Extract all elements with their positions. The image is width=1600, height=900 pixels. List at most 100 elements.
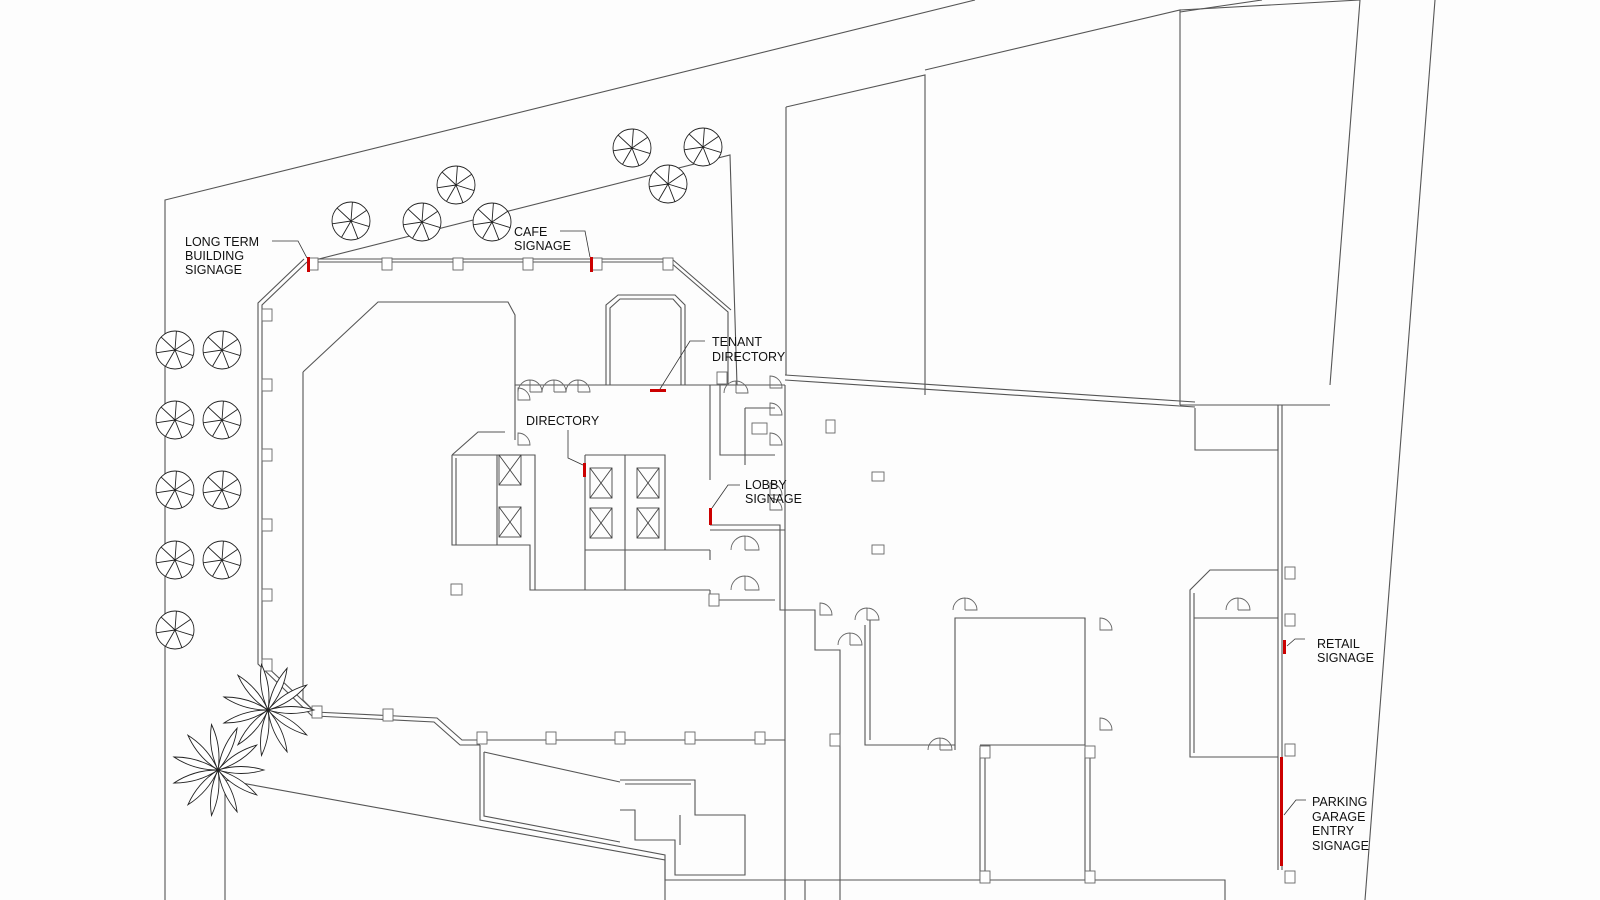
elevators [498, 454, 660, 539]
label-long-term-line1: LONG TERM [185, 235, 259, 249]
door-swing-icon [541, 379, 567, 393]
palm-tree-icon [222, 662, 316, 758]
tree-icon [202, 470, 242, 510]
retail-spaces [864, 569, 1278, 880]
trees [155, 127, 723, 650]
column [684, 731, 696, 745]
label-parking-line2: GARAGE [1312, 810, 1366, 824]
door-swing-icon [769, 482, 783, 496]
label-lobby-line2: SIGNAGE [745, 492, 802, 506]
column [311, 705, 323, 719]
doors [517, 375, 1251, 751]
column [381, 257, 393, 271]
column [1084, 870, 1096, 884]
elevator-icon [589, 507, 613, 539]
column [1284, 613, 1296, 627]
column [716, 371, 728, 385]
column [1284, 566, 1296, 580]
elevator-icon [498, 506, 522, 538]
tree-icon [155, 330, 195, 370]
column [754, 731, 766, 745]
tree-icon [472, 202, 512, 242]
label-parking-line1: PARKING [1312, 795, 1367, 809]
column [614, 731, 626, 745]
fixture [450, 583, 463, 596]
column [1284, 870, 1296, 884]
door-swing-icon [927, 737, 953, 751]
signage-marker-icon [1283, 640, 1286, 654]
door-swing-icon [730, 535, 760, 551]
adjacent-buildings [785, 0, 1361, 451]
label-cafe-line1: CAFE [514, 225, 547, 239]
label-tenant-line2: DIRECTORY [712, 350, 786, 364]
fixture [871, 471, 885, 482]
tree-icon [612, 128, 652, 168]
label-parking-line4: SIGNAGE [1312, 839, 1369, 853]
palm-tree-icon [172, 722, 266, 818]
fixture [751, 422, 768, 435]
elevator-icon [636, 507, 660, 539]
site-boundary [164, 0, 1436, 900]
column [662, 257, 674, 271]
label-tenant-line1: TENANT [712, 335, 762, 349]
tree-icon [202, 330, 242, 370]
elevator-icon [498, 454, 522, 486]
column [1084, 745, 1096, 759]
door-swing-icon [769, 497, 783, 511]
door-swing-icon [517, 379, 543, 393]
tree-icon [155, 400, 195, 440]
door-swing-icon [819, 602, 833, 616]
label-long-term-line3: SIGNAGE [185, 263, 242, 277]
signage-markers [307, 257, 1286, 866]
door-swing-icon [1099, 617, 1113, 631]
door-swing-icon [517, 387, 531, 401]
palm-trees [172, 662, 316, 818]
tree-icon [155, 610, 195, 650]
column [708, 593, 720, 607]
fixtures [450, 419, 885, 596]
column [382, 708, 394, 722]
elevator-icon [589, 467, 613, 499]
column [545, 731, 557, 745]
door-swing-icon [769, 432, 783, 446]
label-long-term-line2: BUILDING [185, 249, 244, 263]
door-swing-icon [565, 379, 591, 393]
door-swing-icon [723, 380, 749, 394]
tree-icon [155, 470, 195, 510]
tree-icon [155, 540, 195, 580]
column [261, 308, 273, 322]
garden-boundary [306, 154, 738, 386]
tree-icon [202, 540, 242, 580]
signage-marker-icon [709, 508, 712, 525]
tree-icon [683, 127, 723, 167]
column [452, 257, 464, 271]
door-swing-icon [952, 597, 978, 611]
column [829, 733, 841, 747]
column [261, 448, 273, 462]
signage-marker-icon [307, 257, 310, 272]
signage-marker-icon [1280, 757, 1283, 866]
service-rooms [479, 745, 840, 881]
column [261, 518, 273, 532]
leader-lines [272, 230, 1306, 816]
tree-icon [402, 202, 442, 242]
column [261, 378, 273, 392]
label-retail-line1: RETAIL [1317, 637, 1360, 651]
elevator-icon [636, 467, 660, 499]
signage-marker-icon [650, 389, 666, 392]
tree-icon [648, 164, 688, 204]
column [979, 870, 991, 884]
label-lobby-line1: LOBBY [745, 478, 787, 492]
building-envelope [257, 258, 1283, 900]
signage-labels: LONG TERM BUILDING SIGNAGE CAFE SIGNAGE … [185, 225, 1374, 853]
tree-icon [331, 201, 371, 241]
column [979, 745, 991, 759]
column [261, 588, 273, 602]
door-swing-icon [517, 432, 531, 446]
label-retail-line2: SIGNAGE [1317, 651, 1374, 665]
door-swing-icon [769, 375, 783, 389]
tree-icon [202, 400, 242, 440]
column [1284, 743, 1296, 757]
